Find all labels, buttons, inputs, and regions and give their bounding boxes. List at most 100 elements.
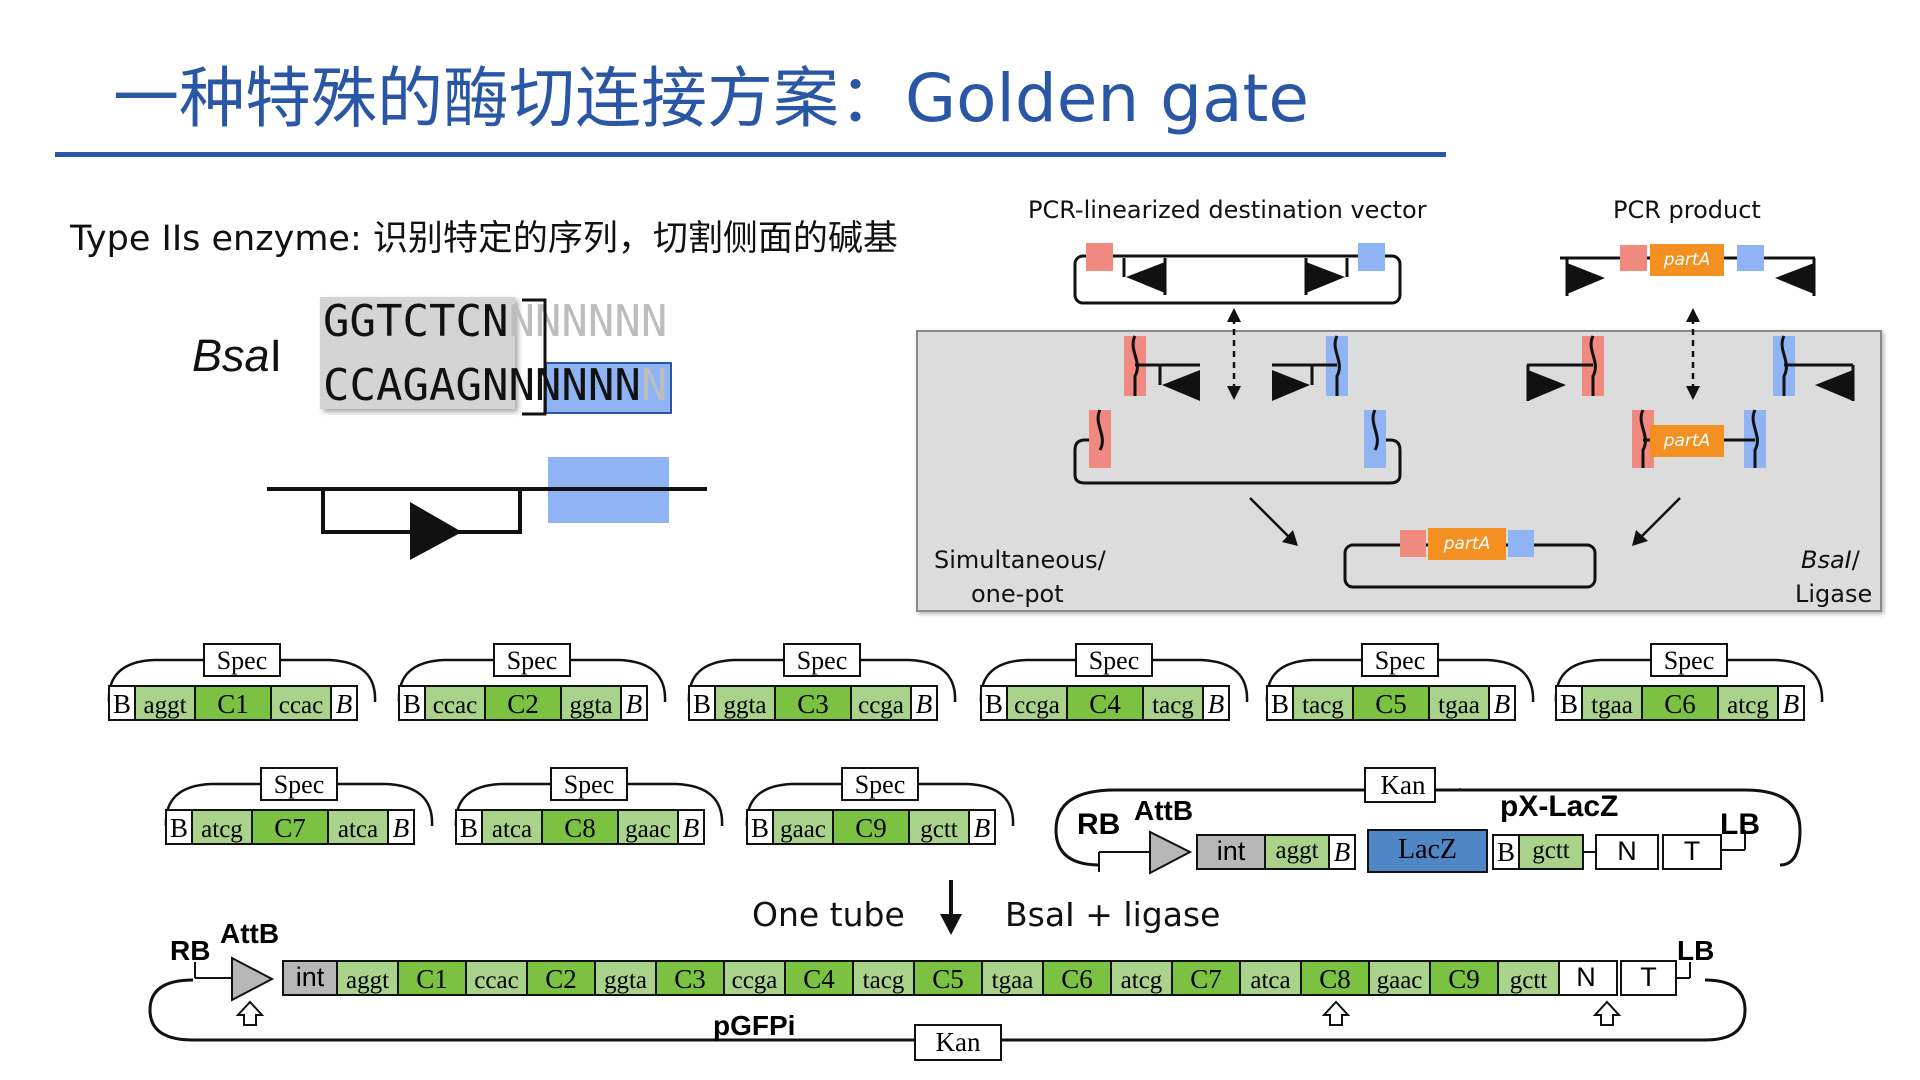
overhang-right: ggta [569, 692, 612, 719]
bsai-ligase-reaction-label: BsaI + ligase [1005, 895, 1221, 934]
overhang-left: tacg [1302, 692, 1344, 719]
enzyme-name: BsaI [192, 330, 282, 382]
product-segment-box [594, 960, 657, 996]
product-segment-box [526, 960, 596, 996]
overhang-left: aggt [143, 692, 186, 719]
overhang-left: atca [492, 816, 532, 843]
b-label: B [403, 689, 421, 719]
product-segment-box [397, 960, 467, 996]
int-box [1196, 834, 1266, 870]
b-label: B [1208, 689, 1225, 719]
product-segment-box [465, 960, 528, 996]
overhang-left: ggta [723, 692, 766, 719]
module-core: C5 [1375, 689, 1407, 719]
spec-label: Spec [1089, 646, 1140, 675]
product-segment-label: tgaa [992, 967, 1034, 994]
spec-box [1650, 643, 1728, 677]
overhang-right: ccga [858, 692, 904, 719]
overhang-right: atcg [1727, 692, 1769, 719]
vector-overhang-blue [1358, 243, 1385, 271]
spec-box [493, 643, 571, 677]
product-segment-label: ccga [732, 967, 778, 994]
module-core: C7 [274, 813, 306, 843]
vector-right-arrow-icon [1306, 262, 1345, 293]
overhang-right: atca [338, 816, 378, 843]
product-segment-box [1239, 960, 1302, 996]
b-label: B [693, 689, 711, 719]
module-core: C9 [855, 813, 887, 843]
module-core: C1 [217, 689, 249, 719]
overhang-left: ccga [1014, 692, 1060, 719]
bsai-ligase-label-2: Ligase [1795, 580, 1873, 608]
product-segment-box [1368, 960, 1431, 996]
partA-cut: partA [1650, 425, 1724, 457]
vector-overhang-red [1086, 243, 1113, 271]
overhang-left: tgaa [1591, 692, 1633, 719]
product-segment-label: gaac [1377, 967, 1423, 994]
recognition-site-box [320, 297, 515, 409]
product-rb-label: RB [170, 935, 211, 966]
overhang-right: ccac [279, 692, 323, 719]
vector-left-arrow-icon [1126, 262, 1165, 293]
dest-name-label: pX-LacZ [1500, 790, 1619, 823]
top-tail: NNNNNN [508, 296, 668, 347]
product-segment-box [981, 960, 1044, 996]
product-attb-arrow-icon [231, 956, 275, 1002]
product-segment-label: C6 [1061, 964, 1093, 994]
b-label: B [170, 813, 188, 843]
up-arrow-icon [1592, 1000, 1622, 1026]
spec-box [1075, 643, 1153, 677]
b-label: B [336, 689, 353, 719]
dest-b-right: B [1496, 837, 1515, 867]
partA-final: partA [1428, 528, 1506, 560]
bottom-tail: N [640, 360, 668, 411]
type-iis-description: Type IIs enzyme: 识别特定的序列，切割侧面的碱基 [70, 219, 898, 259]
product-segment-label: atca [1250, 967, 1290, 994]
overhang-right: gaac [625, 816, 671, 843]
bsai-slash: / [1851, 546, 1860, 574]
product-segment-label: aggt [346, 967, 389, 994]
b-label: B [460, 813, 478, 843]
product-segment-box [655, 960, 725, 996]
one-tube-label: One tube [752, 895, 905, 934]
spec-label: Spec [797, 646, 848, 675]
spec-box [260, 767, 338, 801]
pcr-left-arrow-icon [1567, 263, 1605, 294]
spec-label: Spec [507, 646, 558, 675]
kan-box [1364, 767, 1436, 803]
b-label: B [393, 813, 410, 843]
spec-label: Spec [1375, 646, 1426, 675]
spec-box [203, 643, 281, 677]
spec-label: Spec [217, 646, 268, 675]
module-core: C3 [797, 689, 829, 719]
product-segment-label: C9 [1448, 964, 1480, 994]
bottom-recognition: CCAGAGN [323, 360, 509, 411]
bottom-strand: CCAGAGNNNNNNN [323, 362, 667, 410]
module-core: C2 [507, 689, 539, 719]
product-segment-box [1497, 960, 1560, 996]
product-segment-label: C3 [674, 964, 706, 994]
product-attb-label: AttB [220, 918, 280, 949]
dest-right-overhang: gctt [1532, 837, 1570, 864]
spec-label: Spec [274, 770, 325, 799]
dest-int-label: int [1216, 836, 1246, 866]
dest-left-overhang: aggt [1275, 837, 1319, 864]
module-core: C4 [1089, 689, 1121, 719]
vector-backbone [1073, 254, 1402, 305]
top-recognition: GGTCTCN [323, 296, 509, 347]
up-arrow-icon [235, 1000, 265, 1026]
product-int-label: int [295, 962, 325, 992]
partA-pcr: partA [1650, 244, 1724, 276]
spec-box [550, 767, 628, 801]
module-core: C6 [1664, 689, 1696, 719]
product-n-label: N [1576, 962, 1596, 992]
top-strand: GGTCTCNNNNNNN [323, 298, 667, 346]
bottom-overhang: NNNNN [508, 360, 641, 411]
